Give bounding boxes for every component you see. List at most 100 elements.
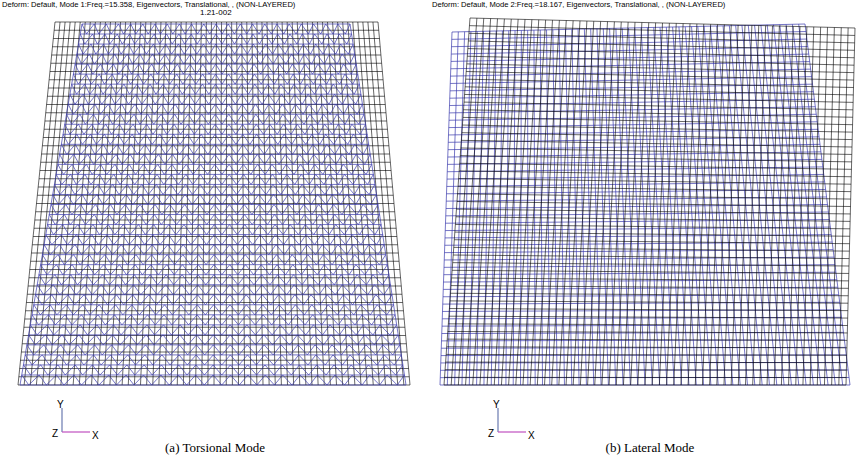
mesh-line: [20, 385, 406, 386]
mesh-line: [578, 29, 586, 385]
mesh-line: [440, 32, 452, 385]
mesh-line: [75, 64, 356, 74]
mesh-line: [623, 22, 641, 385]
mesh-line: [73, 74, 357, 84]
mesh-line: [287, 22, 300, 385]
axis-label: X: [92, 430, 99, 441]
mesh-line: [659, 23, 676, 385]
plot-header: Deform: Default, Mode 1:Freq.=15.358, Ei…: [2, 1, 295, 9]
mesh-line: [29, 335, 399, 345]
mesh-line: [679, 27, 704, 385]
mesh-line: [767, 26, 779, 385]
axis-triad: [498, 408, 526, 432]
mesh-line: [20, 24, 82, 385]
mesh-line: [681, 24, 697, 385]
mesh-line: [796, 27, 807, 385]
mesh-line: [803, 27, 814, 385]
mesh-line: [839, 28, 848, 385]
axis-label: Z: [488, 428, 494, 439]
subfigure-caption: (b) Lateral Mode: [606, 441, 695, 455]
mesh-line: [789, 27, 800, 385]
mesh-line: [537, 20, 559, 385]
mesh-line: [312, 22, 330, 385]
mesh-line: [79, 44, 354, 54]
mesh-line: [363, 22, 392, 385]
mesh-line: [41, 265, 388, 275]
mesh-line: [18, 22, 55, 385]
mesh-line: [494, 19, 518, 385]
mesh-line: [501, 19, 525, 385]
mesh-line: [72, 84, 360, 94]
mesh-line: [609, 22, 628, 385]
mesh-line: [654, 27, 675, 385]
mesh-line: [18, 385, 410, 386]
mesh-line: [717, 25, 731, 385]
mesh-line: [153, 22, 166, 385]
mesh-line: [358, 22, 386, 385]
mesh-line: [104, 22, 126, 385]
mesh-line: [660, 27, 682, 385]
mesh-line: [46, 235, 383, 245]
mesh-line: [731, 25, 745, 385]
mesh-line: [42, 255, 385, 265]
axis-label: Y: [57, 399, 64, 410]
mesh-line: [702, 24, 717, 385]
mesh-line: [79, 22, 105, 385]
mesh-line: [760, 26, 773, 385]
mesh-line: [48, 225, 382, 235]
mesh-line: [68, 104, 362, 114]
mesh-line: [792, 24, 835, 385]
mesh-line: [23, 365, 402, 375]
mesh-line: [444, 18, 470, 385]
mesh-line: [629, 28, 646, 385]
mesh-line: [27, 345, 400, 355]
mesh-line: [509, 20, 532, 385]
mesh-line: [805, 24, 850, 385]
mesh-line: [473, 19, 498, 385]
mesh-line: [674, 24, 690, 385]
mesh-line: [666, 27, 689, 385]
mesh-line: [58, 164, 372, 174]
mesh-line: [631, 23, 649, 385]
mesh-line: [774, 26, 786, 385]
mesh-line: [622, 28, 637, 385]
mesh-line: [165, 22, 176, 385]
mesh-line: [652, 23, 669, 385]
mesh-line: [37, 285, 390, 295]
mesh-line: [717, 26, 748, 385]
subfigure-caption: (a) Torsional Mode: [165, 441, 265, 455]
mesh-line: [54, 184, 374, 194]
mesh-line: [56, 174, 373, 184]
mesh-line: [65, 124, 366, 134]
mesh-line: [746, 26, 759, 386]
torsional-mesh: [18, 22, 410, 385]
axis-label: Y: [493, 399, 500, 410]
plot-header: Deform: Default, Mode 2:Freq.=18.167, Ei…: [432, 1, 725, 9]
lateral-mesh: [440, 18, 855, 385]
mesh-line: [552, 21, 573, 385]
mesh-line: [753, 26, 766, 385]
mesh-line: [171, 22, 181, 385]
mesh-line: [73, 22, 100, 385]
mesh-line: [451, 18, 477, 385]
mesh-line: [80, 34, 351, 44]
mesh-line: [458, 18, 483, 385]
mesh-line: [738, 25, 752, 385]
mesh-line: [688, 24, 704, 385]
mesh-line: [616, 22, 635, 385]
axis-triad: [62, 408, 90, 432]
mesh-line: [51, 205, 378, 215]
mesh-line: [25, 355, 401, 365]
axis-label: X: [528, 430, 535, 441]
mesh-line: [61, 144, 368, 154]
mesh-line: [710, 25, 725, 385]
mesh-line: [638, 23, 656, 385]
mesh-line: [667, 24, 684, 385]
mesh-line: [832, 28, 842, 385]
mesh-line: [846, 28, 855, 385]
mesh-line: [247, 22, 251, 385]
mesh-line: [523, 20, 546, 385]
mesh-line: [378, 22, 410, 385]
